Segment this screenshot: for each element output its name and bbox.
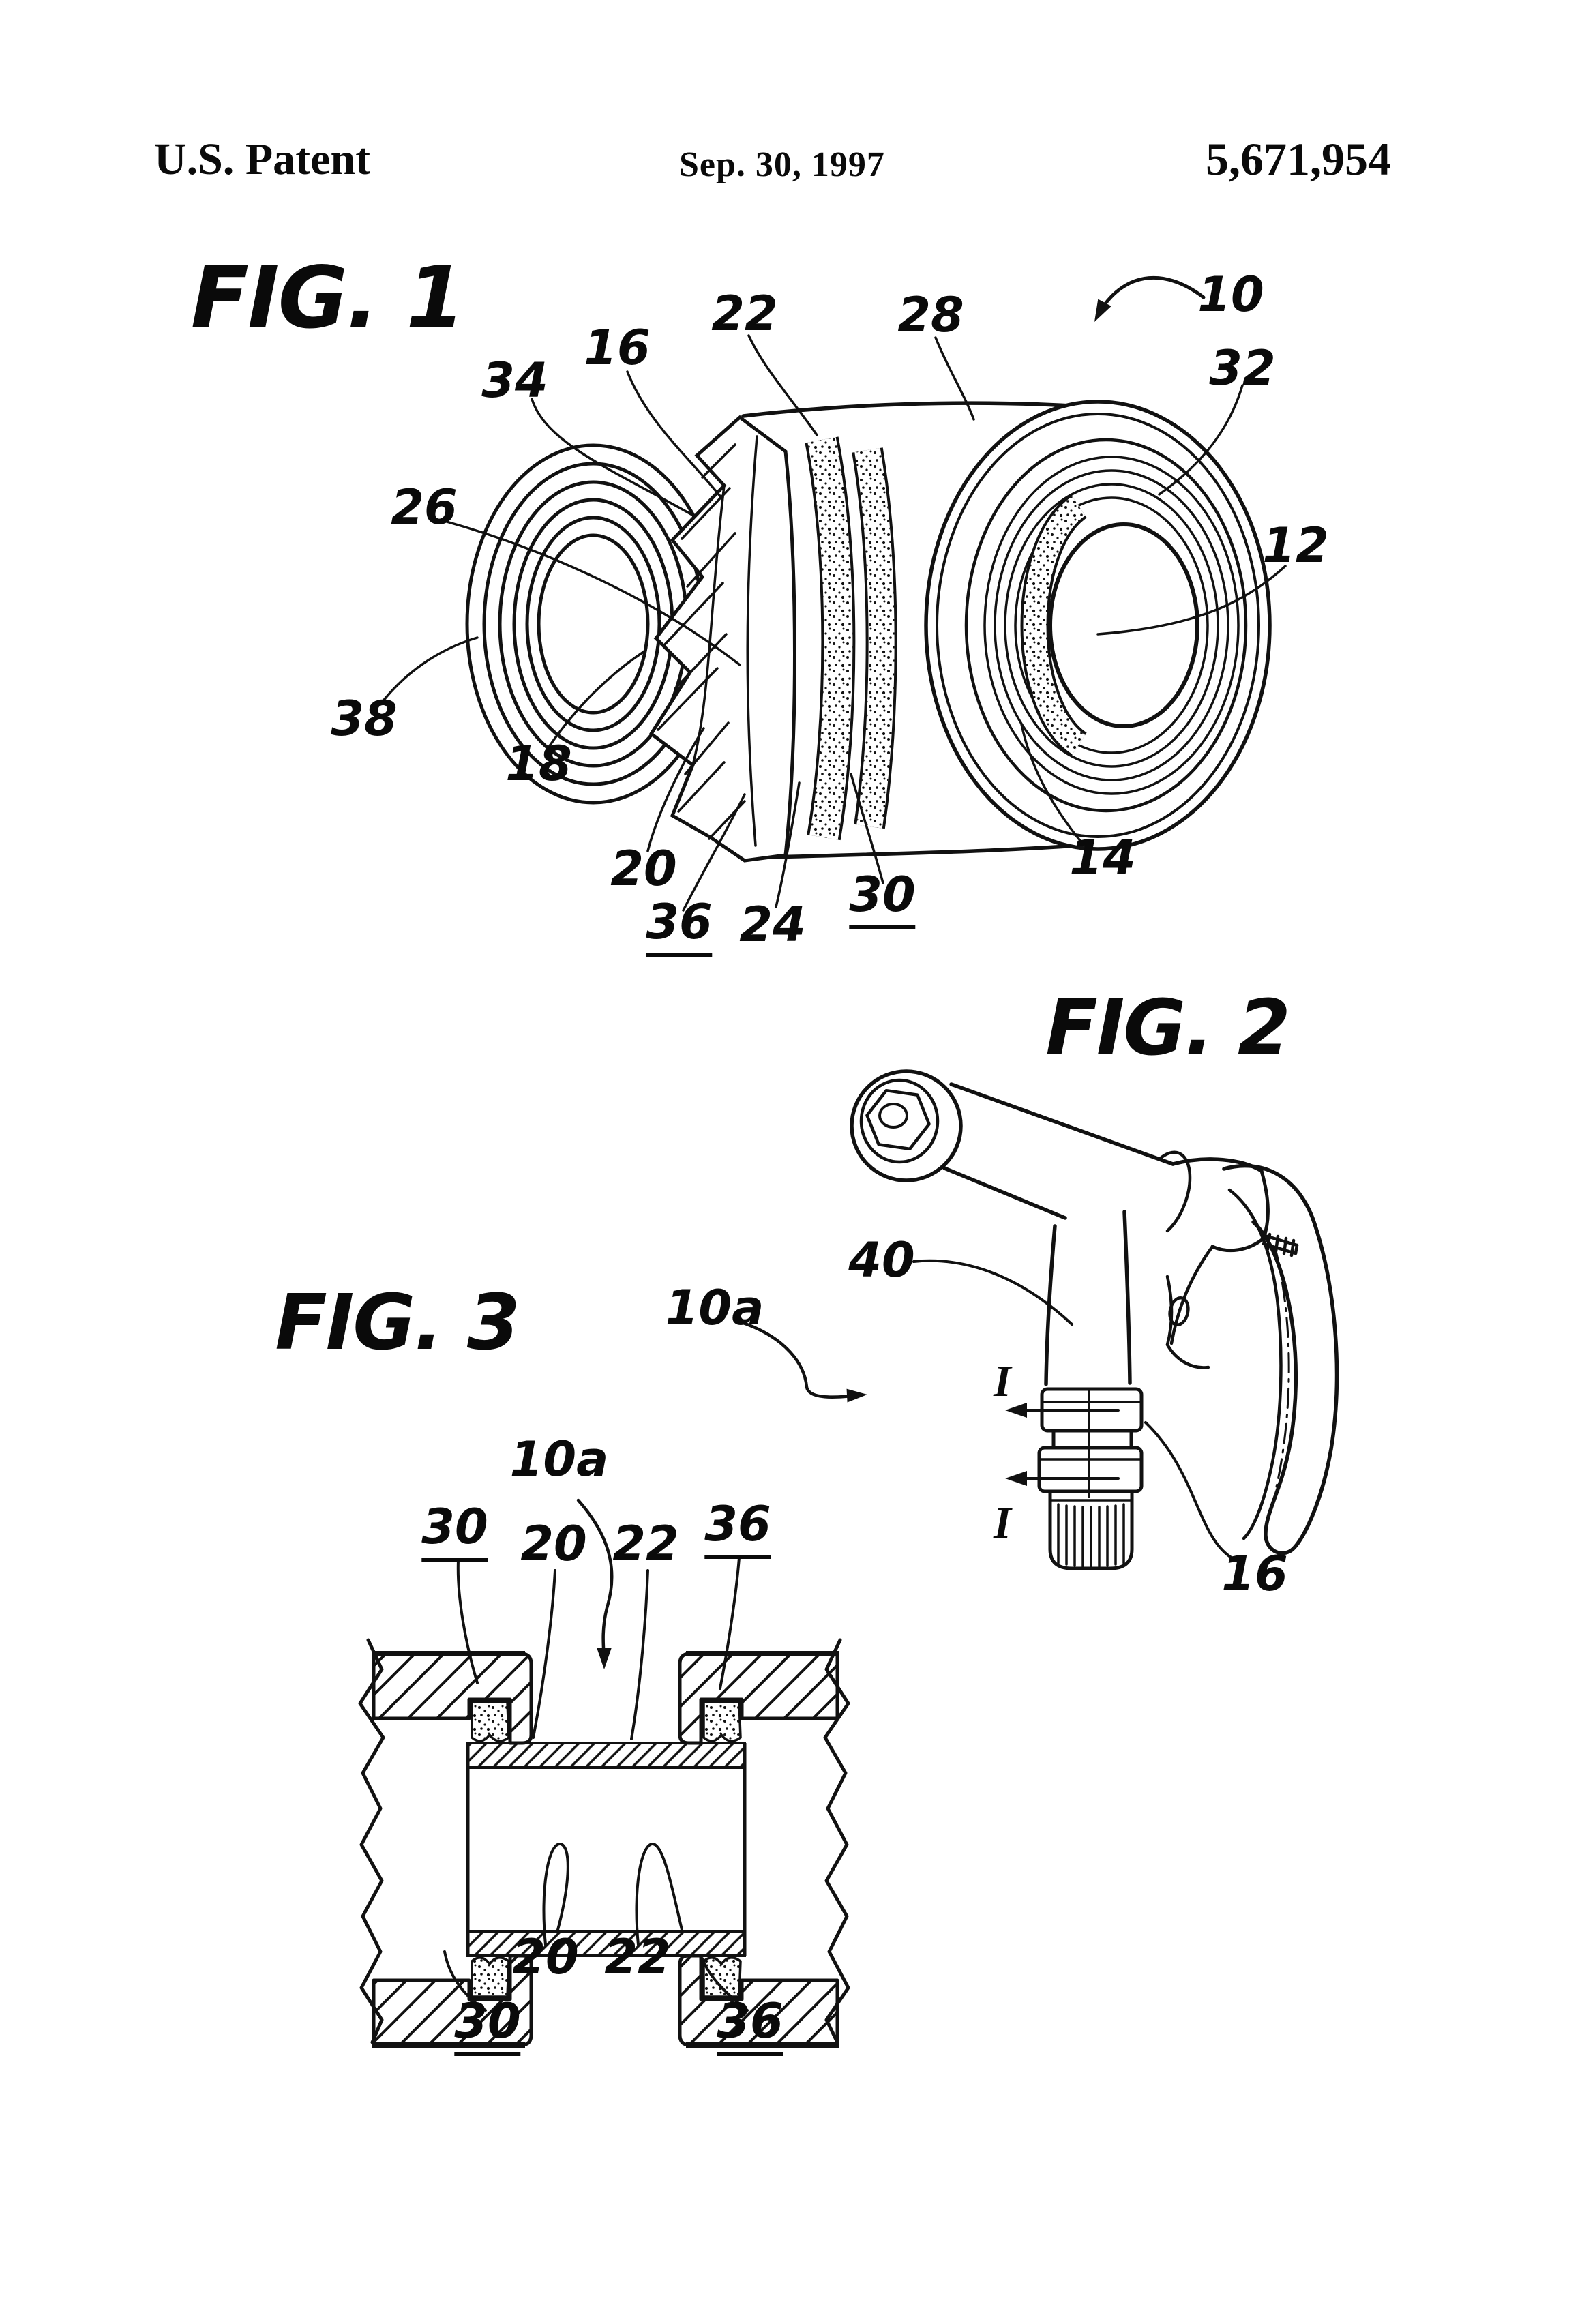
fig2-section-label-i-bottom: I [994,1498,1011,1548]
fig1-bore [1048,522,1199,728]
fig3-pipe-walls [372,1651,839,2048]
fig3-ref-22-top: 22 [612,1516,679,1572]
fig2-ref-10a: 10a [665,1280,764,1336]
fig2-section-label-i-top: I [994,1356,1011,1406]
fig3-sleeve [466,1742,747,1957]
fig2-ribbed-collar [1048,1489,1134,1570]
fig1-assembly-arrow-icon [1094,275,1206,322]
fig1-ref-32: 32 [1209,340,1276,396]
fig1-ref-30: 30 [849,871,916,929]
fig2-coupling-bands [1037,1387,1144,1493]
fig2-section-arrows [1005,1403,1120,1486]
fig1-nut-hatching [657,443,746,840]
fig3-ref-30-bottom: 30 [454,1997,521,2056]
fig1-ref-36: 36 [646,898,713,957]
fig2-ref-40: 40 [848,1232,915,1288]
fig2-pivot-hole [1168,1296,1190,1326]
fig2-drawing [741,1069,1339,1570]
patent-header-number: 5,671,954 [1206,133,1391,185]
patent-header-date: Sep. 30, 1997 [679,145,885,184]
fig1-ref-28: 28 [897,287,964,343]
fig2-trigger [1222,1163,1339,1555]
fig1-seal-crescent [1023,496,1086,755]
fig1-title: FIG. 1 [190,248,465,348]
fig1-ref-18: 18 [505,736,572,792]
fig3-break-edges [358,1638,850,2044]
fig1-leader-lines [380,334,1287,912]
fig1-collar-ring [924,400,1272,851]
fig1-ref-24: 24 [739,897,806,953]
fig1-ref-20: 20 [610,841,677,897]
fig3-ref-36-bottom: 36 [717,1997,783,2056]
fig2-barrel [942,1082,1192,1233]
fig2-nozzle [850,1069,963,1182]
fig3-ref-30-top: 30 [421,1503,488,1562]
fig3-ref-20-bottom: 20 [512,1929,579,1985]
fig1-ref-10: 10 [1197,267,1264,323]
fig2-housing [1165,1157,1270,1369]
fig1-gasket-bands [805,436,897,841]
fig1-faceted-nut [648,415,796,863]
fig3-title: FIG. 3 [275,1279,520,1367]
fig2-direction-arrow-icon [741,1321,867,1403]
fig3-ref-10a: 10a [509,1431,609,1487]
fig3-direction-arrow-icon [576,1498,614,1669]
fig1-ref-14: 14 [1069,830,1136,886]
fig2-title: FIG. 2 [1045,984,1291,1073]
patent-header-title: U.S. Patent [154,134,371,184]
fig2-leader-lines [912,1259,1244,1564]
fig1-ref-22: 22 [711,286,778,342]
fig1-ref-16: 16 [584,320,651,376]
fig3-drawing [358,1498,850,2048]
fig2-stem [1044,1210,1132,1498]
fig3-ref-36-top: 36 [704,1500,771,1559]
fig3-seals [471,1701,742,1998]
fig1-ref-12: 12 [1262,518,1329,573]
fig3-leader-lines [443,1556,749,2012]
fig1-ref-38: 38 [331,691,398,747]
fig1-ref-34: 34 [481,353,548,408]
fig2-ref-16: 16 [1221,1546,1288,1602]
fig3-ref-20-top: 20 [520,1516,587,1572]
fig1-ref-26: 26 [391,479,458,535]
fig3-ref-22-bottom: 22 [604,1929,671,1985]
fig1-drawing [380,275,1287,912]
